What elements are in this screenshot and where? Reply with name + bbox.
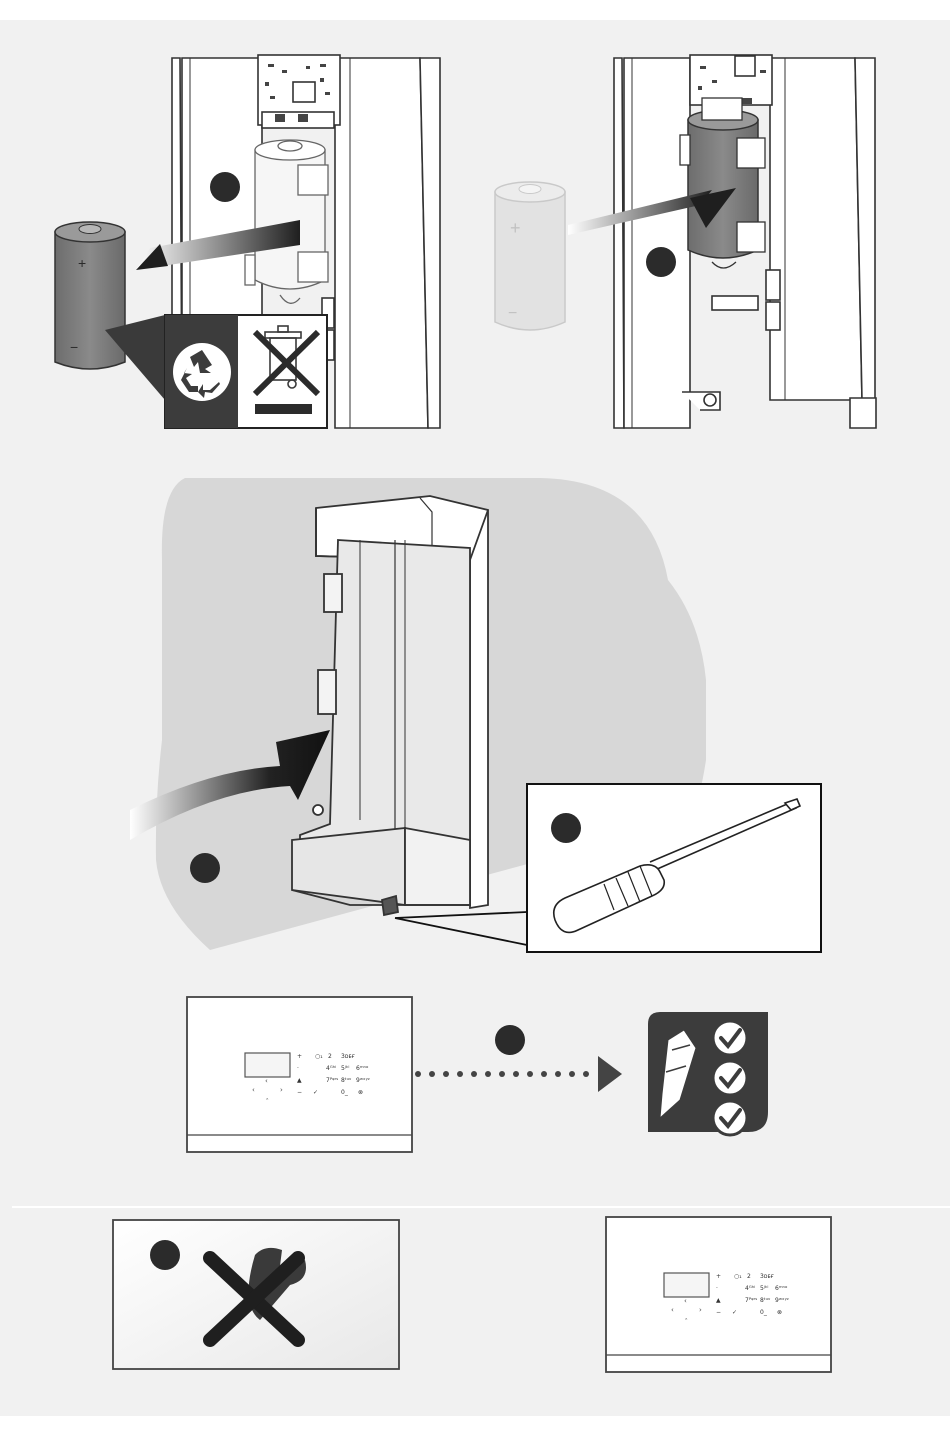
step-marker-1 [210, 172, 240, 202]
svg-text:‹: ‹ [265, 1077, 268, 1085]
keypad-key: ✓ [313, 1089, 318, 1096]
recycle-symbol-icon [173, 343, 231, 401]
fn-label: + [297, 1053, 302, 1060]
keypad-key: 7ᴾᵠʳˢ [326, 1077, 338, 1084]
new-battery: + − [495, 182, 565, 330]
keypad-device-bottom: ‹‹‸› + · ▲ − ○₁ 2 3ᴅᴇғ 4ᴳʰⁱ 5ʲᵏˡ 6ᵐⁿᵒ 7ᴾ… [606, 1217, 831, 1372]
fn-label: − [716, 1309, 721, 1316]
instruction-sheet: + − [0, 20, 950, 1416]
battery-installed [680, 98, 765, 268]
keypad-device-top: ‹‹‸› + · ▲ − ○₁ 2 3ᴅᴇғ 4ᴳʰⁱ 5ʲᵏˡ 6ᵐⁿᵒ 7ᴾ… [187, 997, 412, 1152]
keypad-key: ✓ [732, 1309, 737, 1316]
keypad-key: 2 [328, 1053, 332, 1060]
step-marker-2 [646, 247, 676, 277]
keypad-key: ○₁ [734, 1273, 742, 1280]
keypad-key: 6ᵐⁿᵒ [356, 1065, 369, 1072]
new-battery-plus: + [510, 218, 521, 238]
pencil-checklist-icon [648, 1012, 768, 1135]
step-close-cover [130, 478, 821, 952]
step-marker-3 [190, 853, 220, 883]
keypad-key: 7ᴾᵠʳˢ [745, 1297, 757, 1304]
keypad-key: 9ʷˣʸᶻ [775, 1297, 789, 1304]
dotted-progress-arrow [415, 1056, 622, 1092]
keypad-display [664, 1273, 709, 1297]
keypad-key: 2 [747, 1273, 751, 1280]
fn-label: · [297, 1065, 299, 1072]
fn-label: − [297, 1089, 302, 1096]
fn-label: + [716, 1273, 721, 1280]
keypad-display [245, 1053, 290, 1077]
keypad-key: ○₁ [315, 1053, 323, 1060]
keypad-key: 6ᵐⁿᵒ [775, 1285, 788, 1292]
svg-text:‹: ‹ [684, 1297, 687, 1305]
disposal-panel [165, 315, 327, 428]
keypad-key: 5ʲᵏˡ [760, 1285, 768, 1292]
keypad-key: 8ᵗᵘᵛ [760, 1297, 771, 1304]
svg-text:‹: ‹ [671, 1306, 674, 1314]
step-marker-5 [495, 1025, 525, 1055]
old-battery-minus: − [70, 339, 78, 355]
battery-in-holder [245, 140, 328, 303]
fn-label: ▲ [297, 1077, 302, 1084]
keypad-key: ⊗ [777, 1309, 782, 1316]
keypad-key: 8ᵗᵘᵛ [341, 1077, 352, 1084]
keypad-key: 0_ [341, 1089, 349, 1096]
step-remove-battery: + − [55, 55, 440, 428]
step-final: ‹‹‸› + · ▲ − ○₁ 2 3ᴅᴇғ 4ᴳʰⁱ 5ʲᵏˡ 6ᵐⁿᵒ 7ᴾ… [113, 1217, 831, 1372]
svg-text:›: › [280, 1086, 283, 1094]
keypad-key: 9ʷˣʸᶻ [356, 1077, 370, 1084]
fn-label: · [716, 1285, 718, 1292]
svg-text:›: › [699, 1306, 702, 1314]
keypad-key: 4ᴳʰⁱ [745, 1285, 755, 1292]
no-maintenance-panel [113, 1220, 399, 1369]
old-battery: + − [55, 222, 125, 369]
keypad-key: 0_ [760, 1309, 768, 1316]
step-insert-battery: + − [495, 55, 876, 428]
keypad-key: ⊗ [358, 1089, 363, 1096]
new-battery-minus: − [508, 305, 517, 322]
step-marker-6 [150, 1240, 180, 1270]
svg-text:‹: ‹ [252, 1086, 255, 1094]
screwdriver-callout [527, 784, 821, 952]
keypad-key: 3ᴅᴇғ [760, 1273, 774, 1280]
fn-label: ▲ [716, 1297, 721, 1304]
keypad-key: 3ᴅᴇғ [341, 1053, 355, 1060]
keypad-key: 4ᴳʰⁱ [326, 1065, 336, 1072]
step-marker-4 [551, 813, 581, 843]
keypad-key: 5ʲᵏˡ [341, 1065, 349, 1072]
step-verify: ‹‹‸› + · ▲ − ○₁ 2 3ᴅᴇғ 4ᴳʰⁱ 5ʲᵏˡ 6ᵐⁿᵒ 7ᴾ… [187, 997, 768, 1152]
old-battery-plus: + [78, 255, 86, 271]
